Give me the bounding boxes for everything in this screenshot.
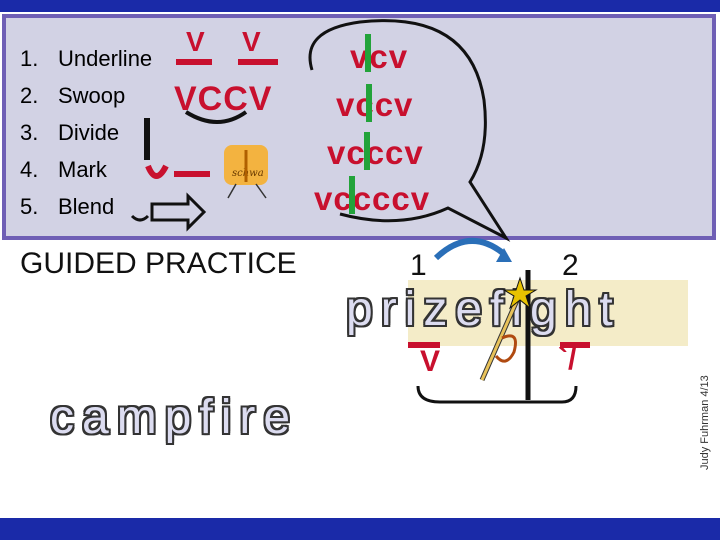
practice-word-prizefight: prizefight — [346, 283, 621, 336]
step-number: 4. — [20, 157, 39, 182]
step-item: 5. Blend — [20, 188, 152, 225]
step-label: Mark — [58, 157, 107, 182]
speech-bubble — [308, 19, 511, 242]
pattern-vcv: vcv — [350, 38, 409, 75]
steps-list: 1. Underline 2. Swoop 3. Divide 4. Mark 5. Bl… — [20, 40, 152, 225]
step-number: 2. — [20, 83, 39, 108]
word-highlight — [408, 280, 688, 346]
swoop-arc — [184, 110, 248, 124]
syllable-count-2: 2 — [562, 249, 579, 282]
step-number: 1. — [20, 46, 39, 71]
underline-v-mark: V — [242, 26, 261, 57]
pattern-vccv: vccv — [336, 86, 414, 123]
steps-panel — [2, 14, 716, 240]
syllable-count-1: 1 — [410, 249, 427, 282]
step-label: Blend — [58, 194, 115, 219]
step-number: 3. — [20, 120, 39, 145]
pattern-vcccv: vcccv — [327, 134, 424, 171]
ribbon-icon — [494, 334, 517, 363]
long-vowel-mark: V — [420, 345, 441, 378]
arrow-head-icon — [496, 248, 512, 262]
step-item: 2. Swoop — [20, 77, 152, 114]
blend-arrow-icon — [150, 192, 207, 232]
breve-mark — [145, 164, 169, 179]
bottom-bar — [0, 518, 720, 540]
step-label: Underline — [58, 46, 153, 71]
pattern-vccccv: vccccv — [314, 180, 431, 217]
star-icon — [502, 276, 538, 310]
step-item: 3. Divide — [20, 114, 152, 151]
step-item: 4. Mark — [20, 151, 152, 188]
step-label: Divide — [58, 120, 120, 145]
swoop-sample: VCCV — [174, 80, 273, 118]
schwa-label: schwa — [232, 168, 264, 179]
underline-v-mark: V — [186, 26, 205, 57]
step-label: Swoop — [58, 83, 126, 108]
step-number: 5. — [20, 194, 39, 219]
top-bar — [0, 0, 720, 12]
schwa-ray — [227, 183, 237, 199]
schwa-ray — [255, 183, 267, 199]
blend-swoop — [130, 214, 150, 222]
vowel-mark: `/ — [558, 343, 577, 376]
guided-practice-heading: GUIDED PRACTICE — [20, 247, 297, 280]
wand-highlight — [480, 297, 520, 381]
swoop-arc — [416, 385, 578, 404]
step-item: 1. Underline — [20, 40, 152, 77]
practice-word-campfire: campfire — [50, 391, 299, 444]
curved-arrow — [433, 238, 506, 261]
